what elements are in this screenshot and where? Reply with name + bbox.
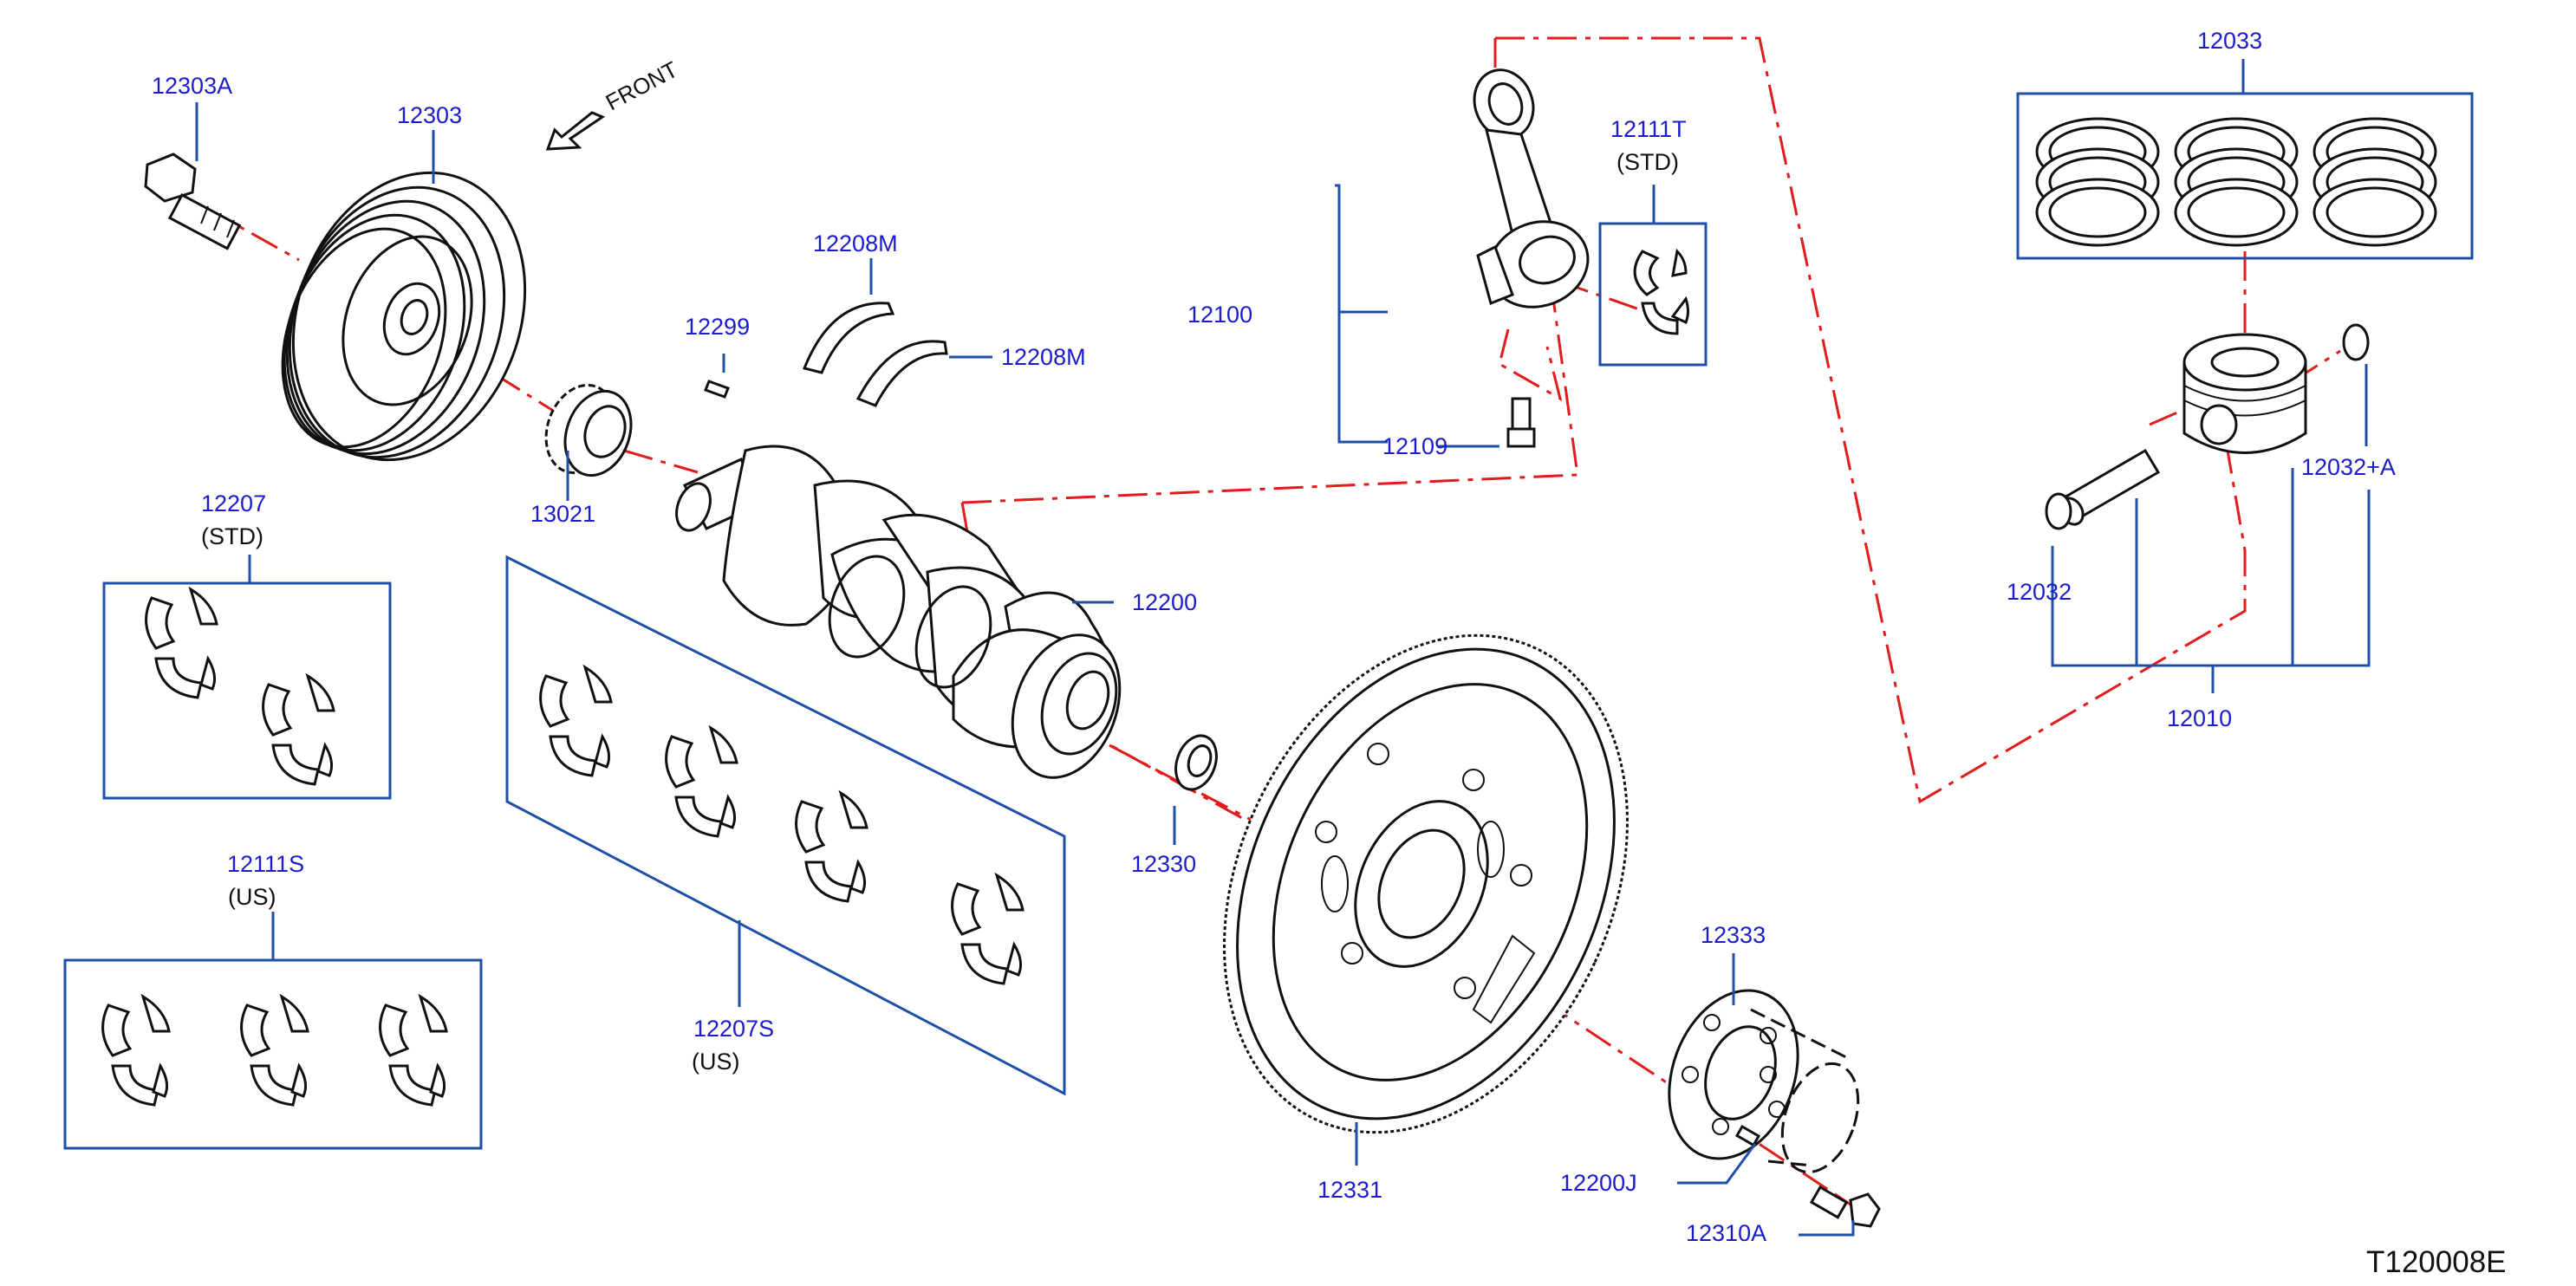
label-12310A: 12310A	[1686, 1220, 1766, 1246]
drive-plate-bolt	[1809, 1185, 1881, 1228]
con-rod-bolt	[1506, 397, 1536, 448]
main-bearing-us-kit	[539, 664, 1025, 985]
label-12208M-lower: 12208M	[1001, 344, 1086, 370]
snap-ring-left	[2045, 492, 2072, 530]
con-rod-bearing-std	[1633, 248, 1689, 335]
front-arrow: FRONT	[545, 56, 682, 151]
qualifier-12111S-us: (US)	[228, 884, 276, 910]
front-label: FRONT	[602, 56, 682, 116]
qualifier-12207-std: (STD)	[201, 523, 263, 549]
leader-lines	[195, 59, 2371, 1237]
label-12330: 12330	[1131, 851, 1196, 877]
crankshaft	[675, 445, 1122, 779]
label-12333: 12333	[1701, 922, 1766, 948]
crank-sprocket	[544, 383, 633, 477]
main-bearing-std-kit	[145, 586, 335, 786]
drive-plate	[1223, 633, 1629, 1134]
label-12303A: 12303A	[152, 73, 232, 99]
label-12111T: 12111T	[1610, 116, 1687, 142]
label-12200J: 12200J	[1560, 1170, 1637, 1196]
label-12208M-upper: 12208M	[813, 231, 898, 257]
label-12299: 12299	[685, 314, 750, 340]
woodruff-key	[704, 380, 730, 399]
label-12200: 12200	[1132, 589, 1197, 615]
piston-ring-set	[2035, 117, 2437, 247]
label-12111S: 12111S	[227, 851, 304, 877]
reinforcement-plate	[1668, 989, 1799, 1160]
label-13021: 13021	[530, 501, 595, 527]
part-labels: 12303A 12303 13021 12299 12208M 12208M 1…	[152, 28, 2396, 1246]
label-12032: 12032	[2007, 579, 2072, 605]
label-12331: 12331	[1317, 1177, 1382, 1203]
dowel-pin	[1734, 1124, 1761, 1147]
qualifier-12111T-std: (STD)	[1617, 149, 1679, 175]
label-12100: 12100	[1187, 302, 1252, 328]
thrust-washers	[802, 302, 948, 407]
label-12010: 12010	[2167, 705, 2232, 731]
con-rod-bearing-us-kit	[101, 993, 448, 1107]
label-12033: 12033	[2197, 28, 2262, 54]
spacer-ring	[1750, 1008, 1860, 1174]
label-12109: 12109	[1382, 433, 1447, 459]
pilot-bushing	[1174, 734, 1218, 791]
label-12032A: 12032+A	[2301, 454, 2396, 480]
connecting-rod	[1473, 68, 1590, 309]
label-12207: 12207	[201, 490, 266, 516]
crankshaft-pulley	[281, 171, 527, 462]
piston	[2182, 333, 2307, 454]
qualifier-12207S-us: (US)	[692, 1049, 740, 1075]
label-12207S: 12207S	[693, 1016, 774, 1042]
frames	[63, 92, 2474, 1150]
label-12303: 12303	[397, 102, 462, 128]
pulley-bolt	[144, 153, 242, 250]
figure-code: T120008E	[2366, 1245, 2507, 1279]
snap-ring-right	[2342, 323, 2370, 361]
